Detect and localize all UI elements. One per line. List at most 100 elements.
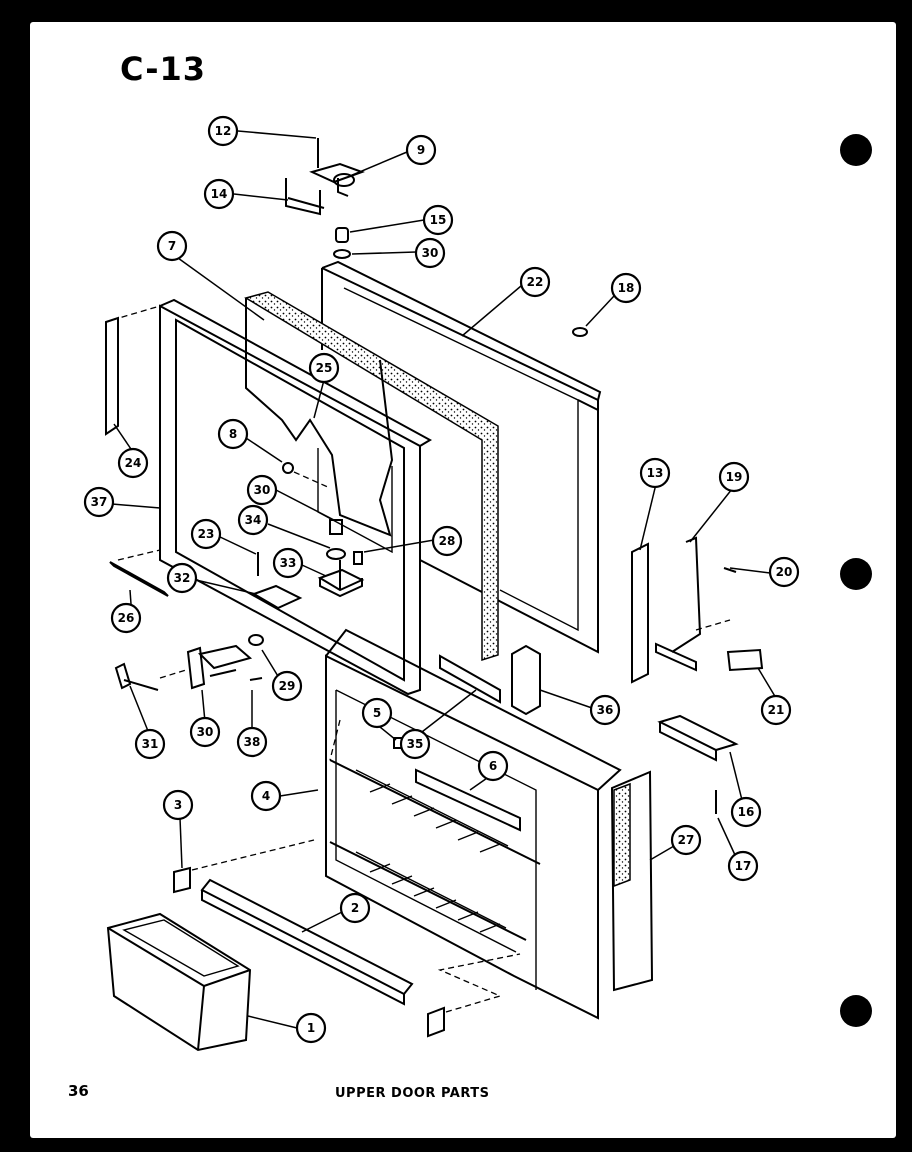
svg-text:36: 36 xyxy=(597,703,614,717)
svg-text:16: 16 xyxy=(738,805,755,819)
callout-37: 37 xyxy=(83,486,115,518)
svg-text:34: 34 xyxy=(245,513,262,527)
svg-text:22: 22 xyxy=(527,275,544,289)
callout-18: 18 xyxy=(610,272,642,304)
svg-text:19: 19 xyxy=(726,470,743,484)
callout-32: 32 xyxy=(166,562,198,594)
callout-25: 25 xyxy=(308,352,340,384)
callout-30-top: 30 xyxy=(414,237,446,269)
callout-2: 2 xyxy=(339,892,371,924)
svg-text:31: 31 xyxy=(142,737,159,751)
svg-text:9: 9 xyxy=(417,143,425,157)
door-outer-panel xyxy=(321,260,602,654)
svg-text:17: 17 xyxy=(735,859,752,873)
latch-parts xyxy=(114,634,264,691)
binder-hole-bottom xyxy=(840,995,872,1027)
svg-text:15: 15 xyxy=(430,213,447,227)
svg-text:5: 5 xyxy=(373,706,381,720)
svg-text:4: 4 xyxy=(262,789,270,803)
small-trim-bar xyxy=(109,561,169,597)
callout-30-mid: 30 xyxy=(246,474,278,506)
angle-bracket xyxy=(657,714,739,762)
svg-text:7: 7 xyxy=(168,239,176,253)
callout-28: 28 xyxy=(431,525,463,557)
callout-33: 33 xyxy=(272,547,304,579)
svg-text:30: 30 xyxy=(422,246,439,260)
binder-hole-middle xyxy=(840,558,872,590)
page-caption: UPPER DOOR PARTS xyxy=(335,1086,490,1101)
page-title: C-13 xyxy=(120,50,207,88)
svg-text:28: 28 xyxy=(439,534,456,548)
svg-text:2: 2 xyxy=(351,901,359,915)
callout-20: 20 xyxy=(768,556,800,588)
door-shelf-bin xyxy=(106,912,252,1052)
callout-1: 1 xyxy=(295,1012,327,1044)
callout-7: 7 xyxy=(156,230,188,262)
svg-text:24: 24 xyxy=(125,456,142,470)
svg-text:6: 6 xyxy=(489,759,497,773)
callout-29: 29 xyxy=(271,670,303,702)
page-number: 36 xyxy=(68,1082,89,1100)
callout-27: 27 xyxy=(670,824,702,856)
door-inner-liner xyxy=(325,628,622,1020)
vertical-door-strip xyxy=(610,770,654,992)
svg-text:23: 23 xyxy=(198,527,215,541)
callout-14: 14 xyxy=(203,178,235,210)
callout-23: 23 xyxy=(190,518,222,550)
svg-text:20: 20 xyxy=(776,565,793,579)
svg-text:30: 30 xyxy=(254,483,271,497)
callout-17: 17 xyxy=(727,850,759,882)
corner-bracket xyxy=(511,644,541,716)
callout-24: 24 xyxy=(117,447,149,479)
top-hinge-parts xyxy=(285,138,365,259)
liner-support-bar xyxy=(439,654,501,704)
callout-16: 16 xyxy=(730,796,762,828)
svg-text:8: 8 xyxy=(229,427,237,441)
callout-30-lower: 30 xyxy=(189,716,221,748)
door-gasket-frame xyxy=(111,298,433,696)
svg-text:13: 13 xyxy=(647,466,664,480)
svg-text:33: 33 xyxy=(280,556,297,570)
callout-13: 13 xyxy=(639,457,671,489)
callout-12: 12 xyxy=(207,115,239,147)
svg-text:35: 35 xyxy=(407,737,424,751)
svg-text:29: 29 xyxy=(279,679,296,693)
callout-21: 21 xyxy=(760,694,792,726)
lower-hinge-arm xyxy=(655,536,737,672)
svg-text:14: 14 xyxy=(211,187,228,201)
svg-text:12: 12 xyxy=(215,124,232,138)
callout-15: 15 xyxy=(422,204,454,236)
callout-26: 26 xyxy=(110,602,142,634)
callout-6: 6 xyxy=(477,750,509,782)
svg-text:32: 32 xyxy=(174,571,191,585)
svg-text:3: 3 xyxy=(174,798,182,812)
svg-text:38: 38 xyxy=(244,735,261,749)
bottom-clip xyxy=(173,866,191,894)
svg-text:1: 1 xyxy=(307,1021,315,1035)
bottom-trim-bar xyxy=(200,878,414,1006)
foam-insulation-block xyxy=(244,291,499,662)
callout-5: 5 xyxy=(361,697,393,729)
left-trim-strip xyxy=(105,316,119,436)
hinge-pad xyxy=(726,648,764,672)
side-hinge-bracket xyxy=(631,542,649,684)
svg-text:26: 26 xyxy=(118,611,135,625)
callout-34: 34 xyxy=(237,504,269,536)
callout-9: 9 xyxy=(405,134,437,166)
callout-19: 19 xyxy=(718,461,750,493)
callout-38: 38 xyxy=(236,726,268,758)
svg-text:27: 27 xyxy=(678,833,695,847)
svg-text:21: 21 xyxy=(768,703,785,717)
callout-31: 31 xyxy=(134,728,166,760)
svg-text:25: 25 xyxy=(316,361,333,375)
callout-35: 35 xyxy=(399,728,431,760)
callout-4: 4 xyxy=(250,780,282,812)
leader-lines xyxy=(111,130,777,1029)
callout-8: 8 xyxy=(217,418,249,450)
callout-3: 3 xyxy=(162,789,194,821)
svg-text:30: 30 xyxy=(197,725,214,739)
binder-hole-top xyxy=(840,134,872,166)
svg-text:18: 18 xyxy=(618,281,635,295)
